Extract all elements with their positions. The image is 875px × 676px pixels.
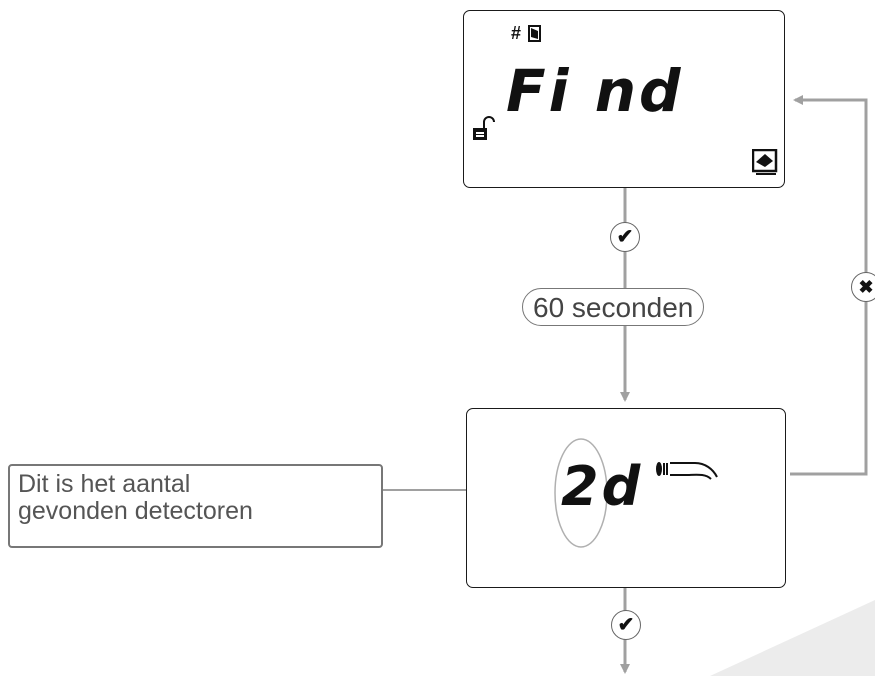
lcd-find-text: Fi nd <box>506 57 684 125</box>
detector-count-callout: Dit is het aantal gevonden detectoren <box>8 464 383 548</box>
hash-indicator: # <box>511 23 522 43</box>
callout-line-1: Dit is het aantal <box>18 470 191 498</box>
lock-open-icon <box>473 116 495 140</box>
callout-line-2: gevonden detectoren <box>18 497 253 525</box>
detector-icon <box>656 462 718 480</box>
lcd-count-text: 2d <box>561 455 644 518</box>
screen-icon <box>752 149 778 175</box>
lcd-screen-count: 2d <box>466 408 786 588</box>
confirm-check-1: ✔ <box>610 222 640 252</box>
lcd-screen-find: # Fi nd <box>463 10 785 188</box>
count-highlight-ellipse <box>554 438 608 548</box>
timer-label: 60 seconden <box>522 288 705 326</box>
cancel-x-icon: ✖ <box>851 272 875 302</box>
door-icon <box>528 25 541 42</box>
confirm-check-2: ✔ <box>611 610 641 640</box>
